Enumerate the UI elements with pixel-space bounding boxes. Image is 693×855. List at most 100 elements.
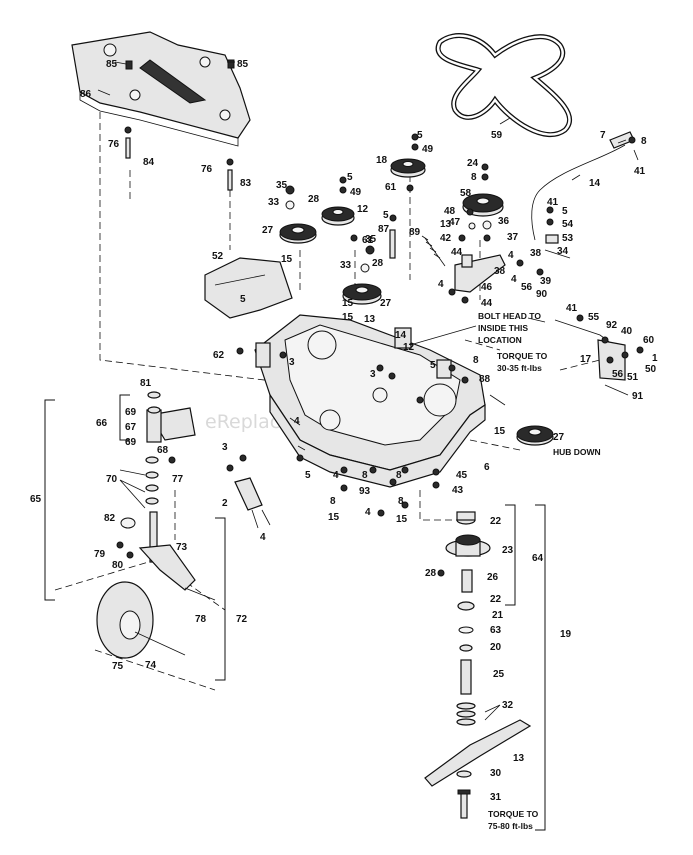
callout-11: 12: [357, 204, 369, 215]
callout-49-b: 49: [350, 187, 362, 198]
callout-63: 63: [490, 625, 502, 636]
group-brackets: [44, 394, 546, 831]
callout-29-a: 27: [262, 225, 274, 236]
callout-5-b: 5: [240, 294, 246, 305]
callout-38-a: 38: [530, 248, 542, 259]
leader-lines: [97, 61, 639, 721]
callout-45: 45: [456, 470, 468, 481]
callout-61-b: 61: [362, 235, 374, 246]
callout-3-a: 3: [289, 357, 295, 368]
callout-22-a: 22: [490, 516, 502, 527]
callout-86: 87: [378, 224, 390, 235]
callout-41-c: 41: [566, 303, 578, 314]
idler-assembly: [421, 235, 506, 293]
callout-4-e: 4: [333, 470, 339, 481]
callout-41-a: 41: [634, 166, 646, 177]
callout-81: 82: [104, 513, 116, 524]
callout-89: 90: [536, 289, 548, 300]
callout-15-b: 15: [342, 298, 354, 309]
callout-71: 72: [236, 614, 248, 625]
callout-29-c: 27: [553, 432, 565, 443]
callout-52: 52: [212, 251, 224, 262]
callout-35-b: 35: [365, 234, 377, 245]
callout-92: 93: [359, 486, 371, 497]
mower-deck-part-1: [254, 314, 486, 488]
callout-10: 8: [641, 136, 647, 147]
callout-24: 24: [467, 158, 479, 169]
callout-78: 79: [94, 549, 106, 560]
callout-75-a: 76: [108, 139, 120, 150]
callout-68: 68: [157, 445, 169, 456]
callout-85: 86: [80, 89, 92, 100]
callout-7-b: 5: [347, 172, 353, 183]
hidden-lines: [54, 112, 601, 691]
callout-4-a: 4: [508, 250, 514, 261]
pulley-part-29-left: [279, 223, 317, 244]
spindle-assembly-part-64: [445, 511, 491, 726]
blade-part-13: [424, 719, 532, 787]
callout-36: 36: [498, 216, 510, 227]
callout-59: 59: [491, 130, 503, 141]
callout-57: 56: [521, 282, 533, 293]
callout-33-b: 33: [340, 260, 352, 271]
pulley-part-29-right: [516, 425, 554, 446]
callout-58: 58: [460, 188, 472, 199]
note-torque2-line2: 75-80 ft-lbs: [488, 821, 533, 831]
callout-8-f: 8: [398, 496, 404, 507]
callout-44-b: 44: [481, 298, 493, 309]
callout-4-b: 4: [511, 274, 517, 285]
callout-37: 37: [507, 232, 519, 243]
callout-3-b: 3: [370, 369, 376, 380]
callout-7-c: 5: [383, 210, 389, 221]
callout-13: 13: [513, 753, 525, 764]
callout-16-b: 15: [396, 514, 408, 525]
callout-80: 81: [140, 378, 152, 389]
callout-65: 65: [30, 494, 42, 505]
callout-3-c: 3: [222, 442, 228, 453]
callout-21: 21: [492, 610, 504, 621]
callout-84-a: 85: [106, 59, 118, 70]
callout-47: 47: [449, 217, 461, 228]
callout-79: 80: [112, 560, 124, 571]
callout-28-a: 28: [308, 194, 320, 205]
callout-41-b: 41: [547, 197, 559, 208]
callout-48: 48: [444, 206, 456, 217]
callout-1: 6: [484, 462, 490, 473]
callout-62: 62: [213, 350, 225, 361]
callout-51: 51: [627, 372, 639, 383]
callout-4-d: 4: [294, 416, 300, 427]
callout-67: 67: [125, 422, 137, 433]
callout-54: 54: [562, 219, 574, 230]
callout-7-e: 5: [305, 470, 311, 481]
callout-4-g: 4: [260, 532, 266, 543]
callout-49-a: 49: [422, 144, 434, 155]
callout-5-a: 5: [562, 206, 568, 217]
callout-20: 20: [490, 642, 502, 653]
callout-75-b: 76: [201, 164, 213, 175]
callout-43: 43: [452, 485, 464, 496]
callout-4-c: 4: [438, 279, 444, 290]
callout-8-c: 8: [362, 470, 368, 481]
pulley-part-11: [321, 206, 355, 226]
callout-90: 91: [632, 391, 644, 402]
callout-8-a: 8: [471, 172, 477, 183]
callout-38-b: 38: [494, 266, 506, 277]
callout-84-b: 85: [237, 59, 249, 70]
callout-27: 28: [425, 568, 437, 579]
callout-69-b: 69: [125, 437, 137, 448]
callout-93: 1: [652, 353, 658, 364]
note-bolt-line1: BOLT HEAD TO: [478, 311, 541, 321]
callout-34: 34: [557, 246, 569, 257]
callout-53: 53: [562, 233, 574, 244]
bracket-part-2: [234, 477, 263, 511]
callout-70: 70: [106, 474, 118, 485]
callout-72: 73: [176, 542, 188, 553]
assembly-notes: BOLT HEAD TO INSIDE THIS LOCATION TORQUE…: [409, 311, 601, 831]
callout-50: 50: [645, 364, 657, 375]
callout-4-f: 4: [365, 507, 371, 518]
callout-8-d: 8: [396, 470, 402, 481]
callout-42: 42: [440, 233, 452, 244]
callout-40: 40: [621, 326, 633, 337]
callout-18: 18: [376, 155, 388, 166]
